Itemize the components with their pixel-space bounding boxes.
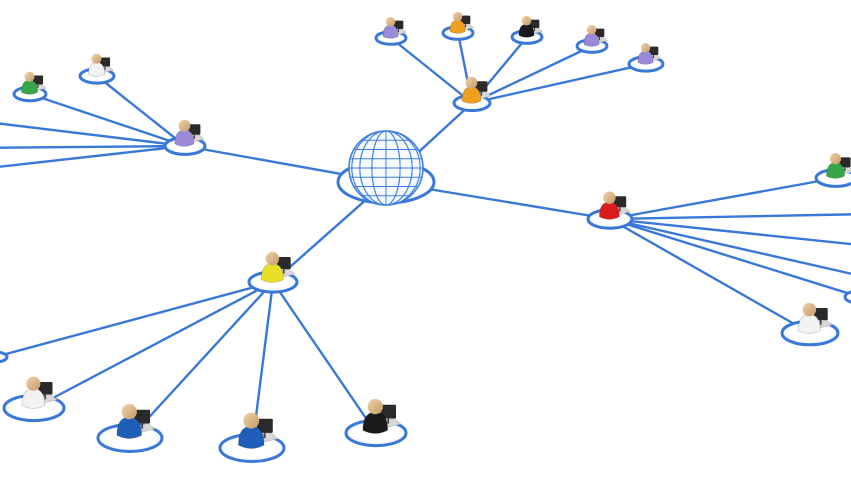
user-at-computer-icon xyxy=(518,16,543,38)
user-node xyxy=(575,25,609,54)
connection-line xyxy=(271,280,378,435)
user-node xyxy=(843,290,851,304)
user-node xyxy=(163,119,207,156)
user-at-computer-icon xyxy=(826,153,851,179)
user-node xyxy=(374,17,408,46)
user-node xyxy=(510,16,544,45)
user-node xyxy=(218,412,286,463)
connection-line xyxy=(128,280,275,440)
user-node xyxy=(96,403,164,453)
connection-line xyxy=(470,62,648,105)
connection-line xyxy=(0,144,187,149)
user-at-computer-icon xyxy=(88,53,114,77)
user-node xyxy=(78,53,116,85)
user-node xyxy=(441,12,475,41)
connection-line xyxy=(608,217,812,335)
user-node xyxy=(0,350,9,364)
user-at-computer-icon xyxy=(461,76,492,104)
user-node xyxy=(627,43,665,73)
user-node xyxy=(2,376,66,423)
connection-line xyxy=(608,217,851,275)
user-at-computer-icon xyxy=(362,398,402,434)
user-at-computer-icon xyxy=(382,17,407,39)
connection-line xyxy=(32,280,275,410)
user-at-computer-icon xyxy=(449,12,474,34)
connection-line xyxy=(0,144,187,168)
user-node xyxy=(814,153,851,188)
user-at-computer-icon xyxy=(599,191,631,220)
connection-lines xyxy=(0,31,851,450)
connection-line xyxy=(608,176,838,221)
connection-line xyxy=(608,217,851,296)
user-at-computer-icon xyxy=(798,302,833,334)
user-node xyxy=(247,251,299,294)
connection-line xyxy=(0,280,275,357)
user-node xyxy=(780,302,840,347)
user-at-computer-icon xyxy=(261,251,296,283)
user-node xyxy=(452,76,492,113)
user-at-computer-icon xyxy=(21,376,58,409)
connection-line xyxy=(608,213,851,221)
connection-line xyxy=(389,36,474,105)
globe-icon xyxy=(336,130,436,206)
connection-line xyxy=(0,122,187,148)
user-node xyxy=(586,191,634,230)
connection-line xyxy=(28,92,187,148)
user-at-computer-icon xyxy=(116,403,156,439)
user-at-computer-icon xyxy=(637,43,662,65)
user-at-computer-icon xyxy=(583,25,608,47)
user-at-computer-icon xyxy=(174,119,205,147)
connection-line xyxy=(608,217,851,246)
user-nodes xyxy=(0,12,851,463)
user-node xyxy=(12,71,48,103)
user-node xyxy=(344,398,408,448)
user-at-computer-icon xyxy=(21,71,47,95)
user-at-computer-icon xyxy=(238,412,279,449)
connection-line xyxy=(470,44,594,105)
connection-line xyxy=(95,74,187,148)
